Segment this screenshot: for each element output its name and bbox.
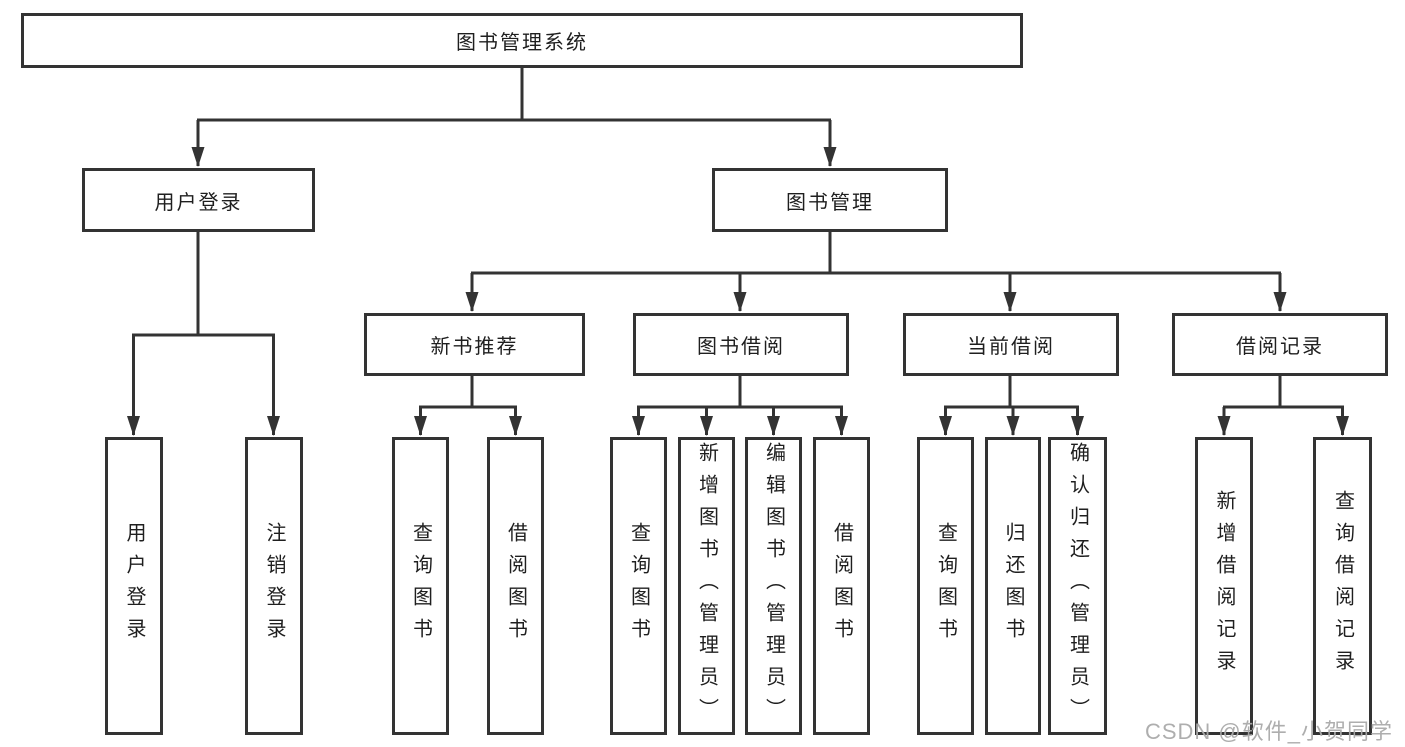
node-leaf-add-borrow-record: 新增借阅记录 <box>1195 437 1253 735</box>
node-current-borrow: 当前借阅 <box>903 313 1119 376</box>
node-borrow-record: 借阅记录 <box>1172 313 1388 376</box>
node-leaf-return-book: 归还图书 <box>985 437 1041 735</box>
node-leaf-query-borrow-record: 查询借阅记录 <box>1313 437 1372 735</box>
node-leaf-query-book-rec: 查询图书 <box>392 437 449 735</box>
node-user-login: 用户登录 <box>82 168 315 232</box>
node-leaf-edit-book: 编辑图书（管理员） <box>745 437 802 735</box>
node-leaf-borrow-book-rec: 借阅图书 <box>487 437 544 735</box>
node-leaf-borrow-book-borrow: 借阅图书 <box>813 437 870 735</box>
node-leaf-query-book-current: 查询图书 <box>917 437 974 735</box>
node-leaf-user-login: 用户登录 <box>105 437 163 735</box>
node-book-borrow: 图书借阅 <box>633 313 849 376</box>
node-leaf-confirm-return: 确认归还（管理员） <box>1048 437 1107 735</box>
node-book-mgmt: 图书管理 <box>712 168 948 232</box>
node-new-book-rec: 新书推荐 <box>364 313 585 376</box>
node-leaf-add-book: 新增图书（管理员） <box>678 437 735 735</box>
node-leaf-query-book-borrow: 查询图书 <box>610 437 667 735</box>
node-root: 图书管理系统 <box>21 13 1023 68</box>
csdn-watermark: CSDN @软件_小贺同学 <box>1144 719 1393 744</box>
node-leaf-logout: 注销登录 <box>245 437 303 735</box>
